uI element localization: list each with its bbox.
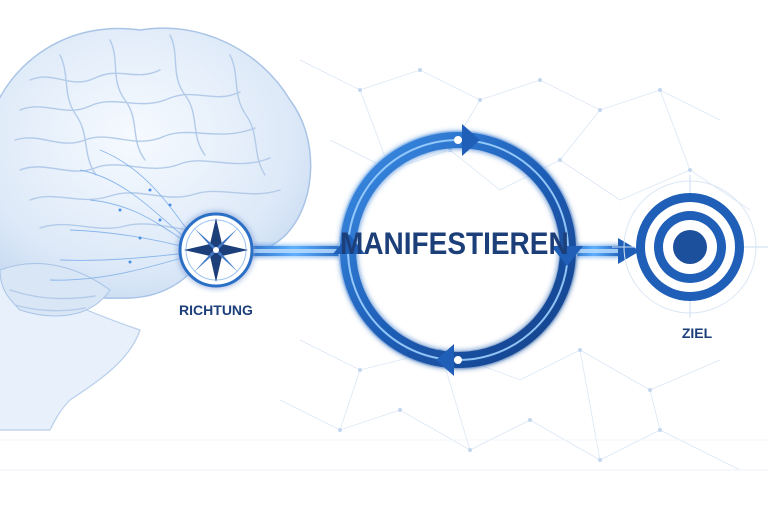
compass-icon: [178, 212, 254, 288]
direction-label: RICHTUNG: [179, 302, 253, 318]
brain-icon: [0, 27, 312, 431]
network-nodes: [338, 68, 692, 462]
manifest-label: MANIFESTIEREN: [340, 226, 569, 261]
target-icon: [612, 175, 768, 318]
connector-beam-left: [238, 246, 350, 256]
goal-label: ZIEL: [681, 325, 713, 341]
cycle-arrows-icon: [333, 124, 583, 376]
